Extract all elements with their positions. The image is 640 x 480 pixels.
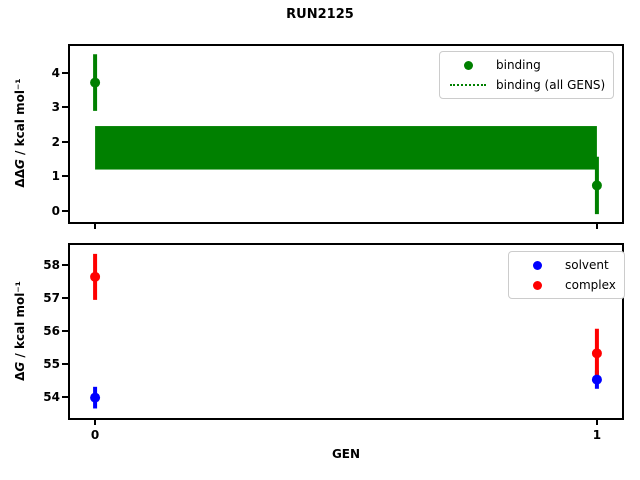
x-tick-0	[94, 420, 97, 425]
legend-item-binding: binding	[448, 55, 605, 75]
legend-label-binding: binding	[496, 58, 541, 72]
y-tick-label-57: 57	[43, 291, 60, 306]
legend-label-complex: complex	[565, 278, 616, 292]
x-tick-1	[595, 420, 598, 425]
legend-item-binding-all-gens: binding (all GENS)	[448, 75, 605, 95]
y-tick-label-55: 55	[43, 356, 60, 371]
binding-dot-icon	[463, 60, 473, 70]
legend-swatch-area	[517, 280, 557, 290]
top-legend: binding binding (all GENS)	[439, 51, 615, 99]
y-tick-0	[62, 209, 68, 212]
marker-binding-gen1	[591, 180, 602, 191]
legend-swatch-area	[517, 260, 557, 270]
x-tick-label-1: 1	[592, 428, 602, 442]
y-tick-56	[62, 330, 68, 332]
marker-complex-gen0	[90, 271, 101, 282]
y-tick-label-54: 54	[43, 389, 60, 404]
top-plot-canvas	[90, 54, 602, 215]
legend-label-solvent: solvent	[565, 258, 609, 272]
y-tick-57	[62, 297, 68, 300]
y-tick-label-58: 58	[43, 258, 60, 273]
y-tick-4	[62, 71, 68, 74]
x-tick-1	[595, 224, 598, 229]
y-tick-58	[62, 264, 68, 267]
y-tick-label-2: 2	[51, 134, 60, 149]
plot-title: RUN2125	[286, 7, 354, 22]
y-tick-label-3: 3	[51, 100, 60, 115]
marker-solvent-gen1	[591, 374, 602, 385]
y-tick-55	[62, 362, 68, 365]
bottom-plot-canvas	[90, 253, 602, 409]
complex-dot-icon	[532, 280, 542, 290]
legend-swatch-area	[448, 60, 488, 70]
y-tick-2	[62, 140, 68, 143]
y-tick-label-1: 1	[51, 169, 60, 184]
solvent-dot-icon	[532, 260, 542, 270]
legend-item-solvent: solvent	[517, 255, 616, 275]
x-axis-label: GEN	[331, 447, 361, 461]
ylabel-prefix: Δ	[13, 371, 27, 381]
marker-complex-gen1	[591, 348, 602, 359]
y-tick-label-0: 0	[51, 203, 60, 218]
y-tick-label-4: 4	[51, 65, 60, 80]
y-tick-label-56: 56	[43, 324, 60, 338]
y-tick-54	[62, 395, 68, 398]
y-tick-1	[62, 175, 68, 178]
marker-binding-gen0	[90, 77, 101, 88]
legend-item-complex: complex	[517, 275, 616, 295]
uncertainty-band-binding-all-gens-	[95, 126, 597, 170]
legend-label-binding-all-gens: binding (all GENS)	[496, 78, 606, 92]
marker-solvent-gen0	[90, 392, 101, 403]
x-tick-label-0: 0	[90, 428, 100, 442]
binding-all-gens-dotted-line-icon	[450, 84, 486, 86]
x-tick-0	[94, 224, 97, 229]
bottom-legend: solvent complex	[508, 251, 625, 299]
y-tick-3	[62, 106, 68, 109]
legend-swatch-area	[448, 84, 488, 86]
